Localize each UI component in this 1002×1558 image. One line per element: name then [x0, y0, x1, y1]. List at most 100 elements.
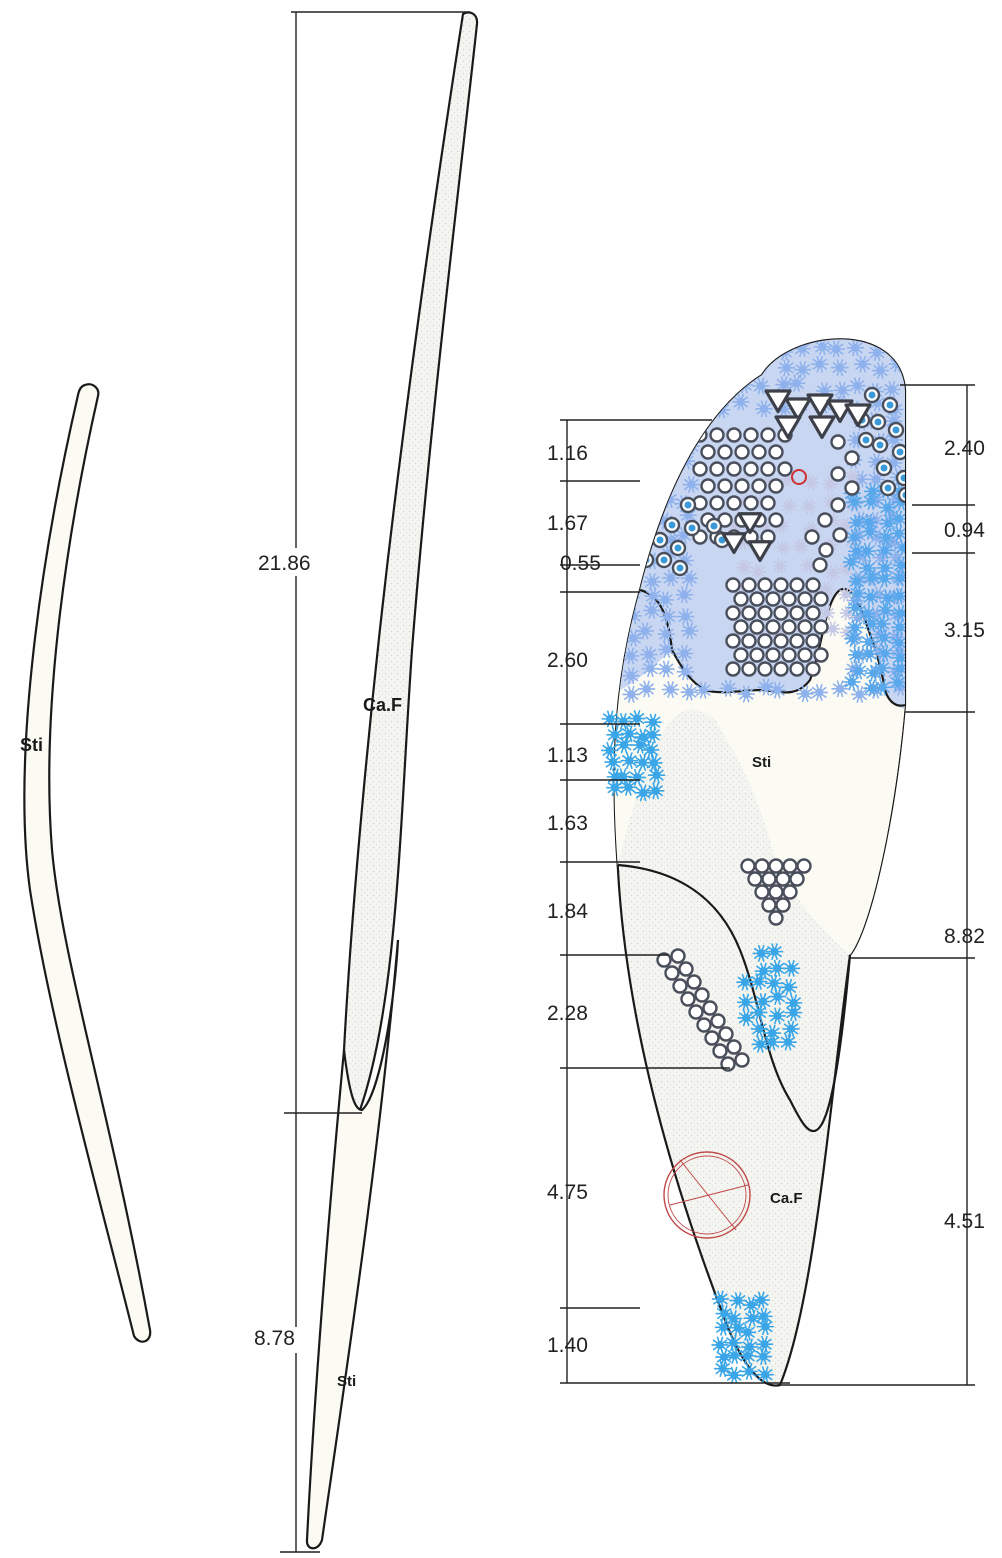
flower-icon: [874, 629, 893, 647]
ring-cluster-icon: [637, 386, 905, 677]
flower-icon: [680, 341, 699, 359]
flower-icon: [719, 679, 738, 697]
flower-icon: [755, 1335, 774, 1353]
flower-icon: [889, 525, 905, 542]
ring-icon: [765, 619, 781, 635]
flower-icon: [695, 393, 713, 411]
flower-icon: [853, 355, 872, 373]
flower-icon: [617, 514, 636, 532]
flower-icon: [873, 659, 891, 677]
flower-icon: [701, 374, 719, 392]
flower-icon: [890, 587, 905, 605]
ring-icon: [743, 495, 759, 511]
flower-icon: [878, 589, 897, 607]
flower-icon: [827, 321, 843, 336]
flower-icon: [701, 321, 717, 336]
flower-icon: [750, 564, 766, 580]
flower-icon: [700, 339, 719, 357]
flower-icon: [833, 381, 852, 399]
right-figure: Sti Ca.F 1.161.670.552.601.131.631.842.2…: [547, 321, 985, 1387]
flower-icon: [858, 542, 877, 560]
flower-icon: [640, 646, 658, 664]
flower-icon: [656, 418, 675, 436]
flower-icon: [891, 569, 905, 587]
ring-icon: [692, 461, 708, 477]
ring-icon: [830, 466, 846, 482]
flower-icon: [889, 510, 905, 528]
ring-icon: [817, 512, 833, 528]
triangle-icon: [721, 389, 872, 563]
ring-icon: [664, 965, 680, 981]
middle-dimension-upper: 21.86: [258, 552, 311, 575]
ring-icon: [789, 577, 805, 593]
flower-icon: [795, 339, 802, 342]
flower-icon: [725, 1366, 744, 1384]
flower-icon: [842, 553, 861, 571]
ring-icon: [768, 858, 784, 874]
triangle-icon: [784, 397, 812, 421]
flower-icon: [860, 645, 878, 663]
flower-icon: [737, 1009, 755, 1027]
ring-icon: [760, 427, 776, 443]
ring-icon: [757, 605, 773, 621]
ring-icon: [768, 478, 784, 494]
flower-icon: [676, 608, 695, 625]
ring-icon: [875, 459, 893, 477]
flower-icon: [755, 1307, 773, 1325]
flower-icon: [768, 681, 787, 699]
flower-icon: [831, 680, 849, 698]
middle-figure: Ca.F Sti 21.86 8.78: [254, 11, 479, 1553]
flower-icon: [848, 573, 866, 590]
flower-icon: [606, 779, 624, 797]
flower-icon: [676, 663, 695, 681]
flower-icon: [600, 741, 619, 759]
ring-icon: [749, 619, 765, 635]
flower-icon: [621, 647, 640, 665]
ring-icon: [789, 871, 805, 887]
flower-icon: [890, 321, 906, 336]
ring-icon: [775, 871, 791, 887]
flower-icon: [624, 418, 642, 436]
ring-icon: [733, 647, 749, 663]
left-dimension-value: 0.55: [560, 552, 601, 575]
ring-icon: [670, 948, 686, 964]
flower-icon: [624, 379, 643, 397]
left-dimension-value: 1.63: [547, 812, 588, 835]
ring-icon: [805, 605, 821, 621]
ring-icon: [725, 661, 741, 677]
flower-icon: [756, 1366, 775, 1384]
ring-icon: [773, 577, 789, 593]
ring-icon: [797, 591, 813, 607]
flower-icon: [845, 493, 864, 511]
ring-icon: [773, 605, 789, 621]
flower-icon: [827, 340, 845, 358]
ring-icon: [768, 884, 784, 900]
flower-icon: [871, 362, 890, 379]
flower-icon: [616, 396, 635, 414]
flower-icon: [843, 673, 861, 691]
flower-icon: [757, 678, 775, 696]
flower-icon: [657, 660, 675, 678]
ring-icon: [857, 431, 875, 449]
ring-icon: [713, 531, 731, 549]
ring-icon: [702, 1000, 718, 1016]
flower-icon: [838, 587, 854, 602]
flower-icon: [680, 569, 699, 587]
flower-icon: [728, 1319, 747, 1337]
flower-icon: [793, 361, 812, 379]
ring-icon: [871, 436, 889, 454]
right-caf-label: Ca.F: [770, 1190, 803, 1207]
middle-dimension-bar: 21.86 8.78: [254, 11, 470, 1553]
flower-icon: [779, 1033, 797, 1051]
flower-icon: [850, 686, 869, 703]
middle-caf-label: Ca.F: [363, 695, 402, 715]
flower-icon: [614, 713, 633, 730]
flower-icon: [724, 1334, 743, 1352]
ring-icon: [805, 633, 821, 649]
ring-icon: [781, 647, 797, 663]
flower-icon: [680, 683, 699, 701]
ring-icon: [709, 495, 725, 511]
flower-icon: [736, 993, 755, 1011]
flower-icon: [633, 754, 652, 771]
flower-icon: [624, 474, 643, 492]
